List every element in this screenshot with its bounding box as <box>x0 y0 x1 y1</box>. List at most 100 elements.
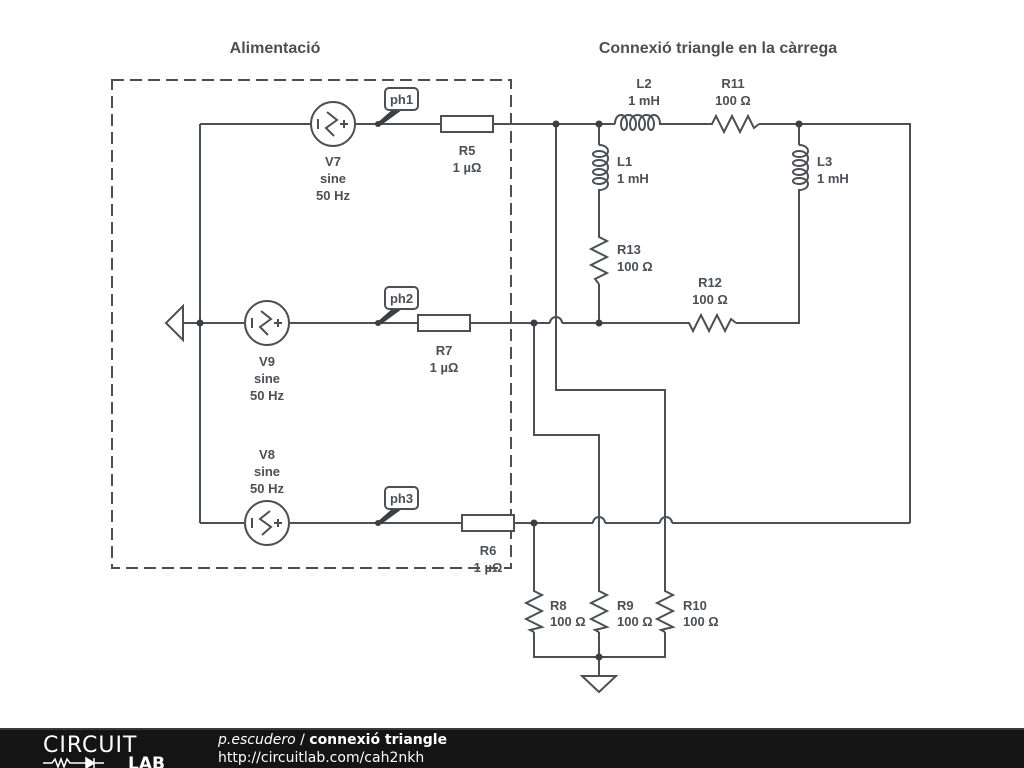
resistor-icon <box>417 314 471 332</box>
resistor-R9[interactable]: R9 100 Ω <box>588 590 653 633</box>
footer-title: p.escudero / connexió triangle <box>218 732 447 748</box>
footer-bar: CIRCUIT LAB p.escudero / connexió triang… <box>0 728 1024 768</box>
resistor-R12[interactable]: R12 100 Ω <box>684 275 737 334</box>
probe-point <box>375 520 381 526</box>
inductor-icon <box>614 114 673 131</box>
voltage-source-V7[interactable]: V7 sine 50 Hz <box>310 101 356 203</box>
resistor-R7[interactable]: R7 1 µΩ <box>417 314 471 375</box>
component-name: R6 <box>480 543 497 558</box>
component-name: R5 <box>459 143 476 158</box>
component-name: R12 <box>698 275 722 290</box>
source-plus-mark <box>274 519 282 527</box>
sine-wave-mark <box>324 111 339 137</box>
component-name: L2 <box>636 76 651 91</box>
probe-ph3[interactable]: ph3 <box>375 486 419 526</box>
component-value: 100 Ω <box>617 614 653 629</box>
probe-point <box>375 121 381 127</box>
component-value: 1 µΩ <box>453 160 482 175</box>
junction-dot <box>530 319 538 327</box>
junction-dot <box>552 120 560 128</box>
component-name: L3 <box>817 154 832 169</box>
resistor-R10[interactable]: R10 100 Ω <box>654 590 719 633</box>
sine-source-icon <box>244 500 290 546</box>
sine-wave-mark <box>258 310 273 336</box>
voltage-source-V8[interactable]: V8 sine 50 Hz <box>244 447 290 546</box>
component-value: 100 Ω <box>715 93 751 108</box>
logo-resistor-icon <box>43 756 78 768</box>
component-name: R8 <box>550 598 567 613</box>
component-value: 1 mH <box>628 93 660 108</box>
component-value: 1 µΩ <box>474 560 503 575</box>
supply-boundary-box <box>111 79 512 569</box>
inductor-L2[interactable]: L2 1 mH <box>614 76 673 131</box>
junctions <box>196 120 803 661</box>
probe-label: ph2 <box>390 291 413 306</box>
project-url[interactable]: http://circuitlab.com/cah2nkh <box>218 750 425 766</box>
resistor-icon <box>523 590 545 633</box>
inductor-icon <box>792 144 809 200</box>
junction-dot <box>595 653 603 661</box>
component-frequency: 50 Hz <box>250 388 284 403</box>
component-type: sine <box>320 171 346 186</box>
circuit-schematic: Alimentació Connexió triangle en la càrr… <box>111 40 911 694</box>
component-name: R7 <box>436 343 453 358</box>
component-name: R10 <box>683 598 707 613</box>
author-name[interactable]: p.escudero <box>218 732 296 748</box>
junction-dot <box>595 120 603 128</box>
component-name: R9 <box>617 598 634 613</box>
logo-diode-icon <box>78 756 104 768</box>
component-name: V7 <box>325 154 341 169</box>
junction-dot <box>595 319 603 327</box>
probe-label-box <box>384 286 419 310</box>
supply-section-title: Alimentació <box>230 40 321 57</box>
component-value: 1 mH <box>817 171 849 186</box>
component-value: 1 mH <box>617 171 649 186</box>
probe-pointer <box>376 110 402 126</box>
component-frequency: 50 Hz <box>250 481 284 496</box>
project-name: connexió triangle <box>309 732 448 748</box>
voltage-source-V9[interactable]: V9 sine 50 Hz <box>244 300 290 403</box>
circuitlab-logo[interactable]: CIRCUIT LAB <box>42 732 177 768</box>
component-name: L1 <box>617 154 632 169</box>
probe-label-box <box>384 486 419 510</box>
probe-ph1[interactable]: ph1 <box>375 87 419 127</box>
resistor-R13[interactable]: R13 100 Ω <box>588 232 653 285</box>
logo-text-top: CIRCUIT <box>43 733 137 758</box>
wire <box>759 123 911 523</box>
probe-pointer <box>376 509 402 525</box>
sine-source-icon <box>310 101 356 147</box>
probe-pointer <box>376 309 402 325</box>
sine-source-icon <box>244 300 290 346</box>
resistor-icon <box>440 115 494 133</box>
probe-label-box <box>384 87 419 111</box>
component-name: R13 <box>617 242 641 257</box>
resistor-R8[interactable]: R8 100 Ω <box>523 590 586 633</box>
probe-point <box>375 320 381 326</box>
resistor-icon <box>461 514 515 532</box>
junction-dot <box>530 519 538 527</box>
probe-label: ph1 <box>390 92 413 107</box>
wire <box>555 124 666 590</box>
resistor-icon <box>588 232 610 285</box>
inductor-L1[interactable]: L1 1 mH <box>592 144 649 200</box>
component-name: V8 <box>259 447 275 462</box>
ground-icon <box>164 303 184 343</box>
component-name: R11 <box>721 76 744 91</box>
resistor-R11[interactable]: R11 100 Ω <box>707 76 760 135</box>
probe-ph2[interactable]: ph2 <box>375 286 419 326</box>
component-frequency: 50 Hz <box>316 188 350 203</box>
component-value: 100 Ω <box>617 259 653 274</box>
resistor-R6[interactable]: R6 1 µΩ <box>461 514 515 575</box>
source-plus-mark <box>340 120 348 128</box>
junction-dot <box>795 120 803 128</box>
wire <box>736 200 800 324</box>
resistor-icon <box>654 590 676 633</box>
resistor-icon <box>707 113 760 135</box>
inductor-L3[interactable]: L3 1 mH <box>792 144 849 200</box>
wire <box>533 323 600 590</box>
sine-wave-mark <box>258 510 273 536</box>
resistor-icon <box>684 312 737 334</box>
source-plus-mark <box>274 319 282 327</box>
junction-dot <box>196 319 204 327</box>
resistor-R5[interactable]: R5 1 µΩ <box>440 115 494 175</box>
